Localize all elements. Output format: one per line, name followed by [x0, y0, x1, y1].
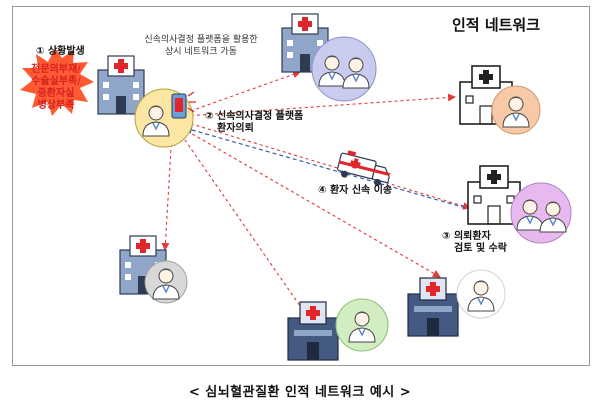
network-note-line: 상시 네트워크 가동 — [165, 47, 237, 57]
referral-arrows — [161, 70, 471, 317]
step1-label: ① 상황발생 — [36, 46, 85, 57]
step3-line: ③ 의뢰환자 — [442, 231, 491, 242]
doctor-circle-top — [311, 36, 377, 102]
patient-transfer-arrow — [184, 126, 481, 213]
situation-line: 중환자실 — [37, 88, 75, 99]
situation-text: 전문의부재/ 수술실부족/ 중환자실 병상부족 — [16, 64, 96, 112]
step3-line: 검토 및 수락 — [454, 243, 507, 254]
hospital-icon — [287, 301, 339, 361]
arrow-to-receiving-hospital — [184, 121, 471, 210]
hospital-icon — [407, 277, 459, 337]
arrow-to-left-hospital — [161, 131, 173, 251]
network-note-line: 신속의사결정 플랫폼을 활용한 — [144, 35, 258, 45]
phone-alert-icon — [171, 91, 196, 119]
arrow-to-top-hospital — [184, 70, 301, 114]
arrow-to-bottom-hospital — [177, 129, 308, 317]
situation-line: 수술실부족/ — [31, 76, 81, 87]
step2-line: 환자의뢰 — [217, 123, 254, 134]
network-note: 신속의사결정 플랫폼을 활용한 상시 네트워크 가동 — [136, 34, 266, 58]
diagram-frame — [12, 6, 590, 366]
situation-line: 전문의부재/ — [31, 64, 81, 75]
doctor-circle-receiving — [510, 182, 572, 244]
hospital-icon — [97, 55, 145, 115]
step2-label: ② 신속의사결정 플랫폼 환자의뢰 — [205, 111, 303, 135]
figure-caption: < 심뇌혈관질환 인적 네트워크 예시 > — [188, 385, 412, 400]
situation-line: 병상부족 — [37, 100, 75, 111]
arrow-to-lower-right-hospital — [181, 127, 441, 278]
step3-label: ③ 의뢰환자 검토 및 수락 — [442, 231, 507, 255]
ambulance-icon — [337, 150, 391, 186]
step4-label: ④ 환자 신속 이송 — [318, 185, 393, 196]
explosion-burst-icon — [20, 48, 94, 116]
step2-line: ② 신속의사결정 플랫폼 — [205, 111, 304, 122]
diagram-title: 인적 네트워크 — [452, 16, 541, 34]
